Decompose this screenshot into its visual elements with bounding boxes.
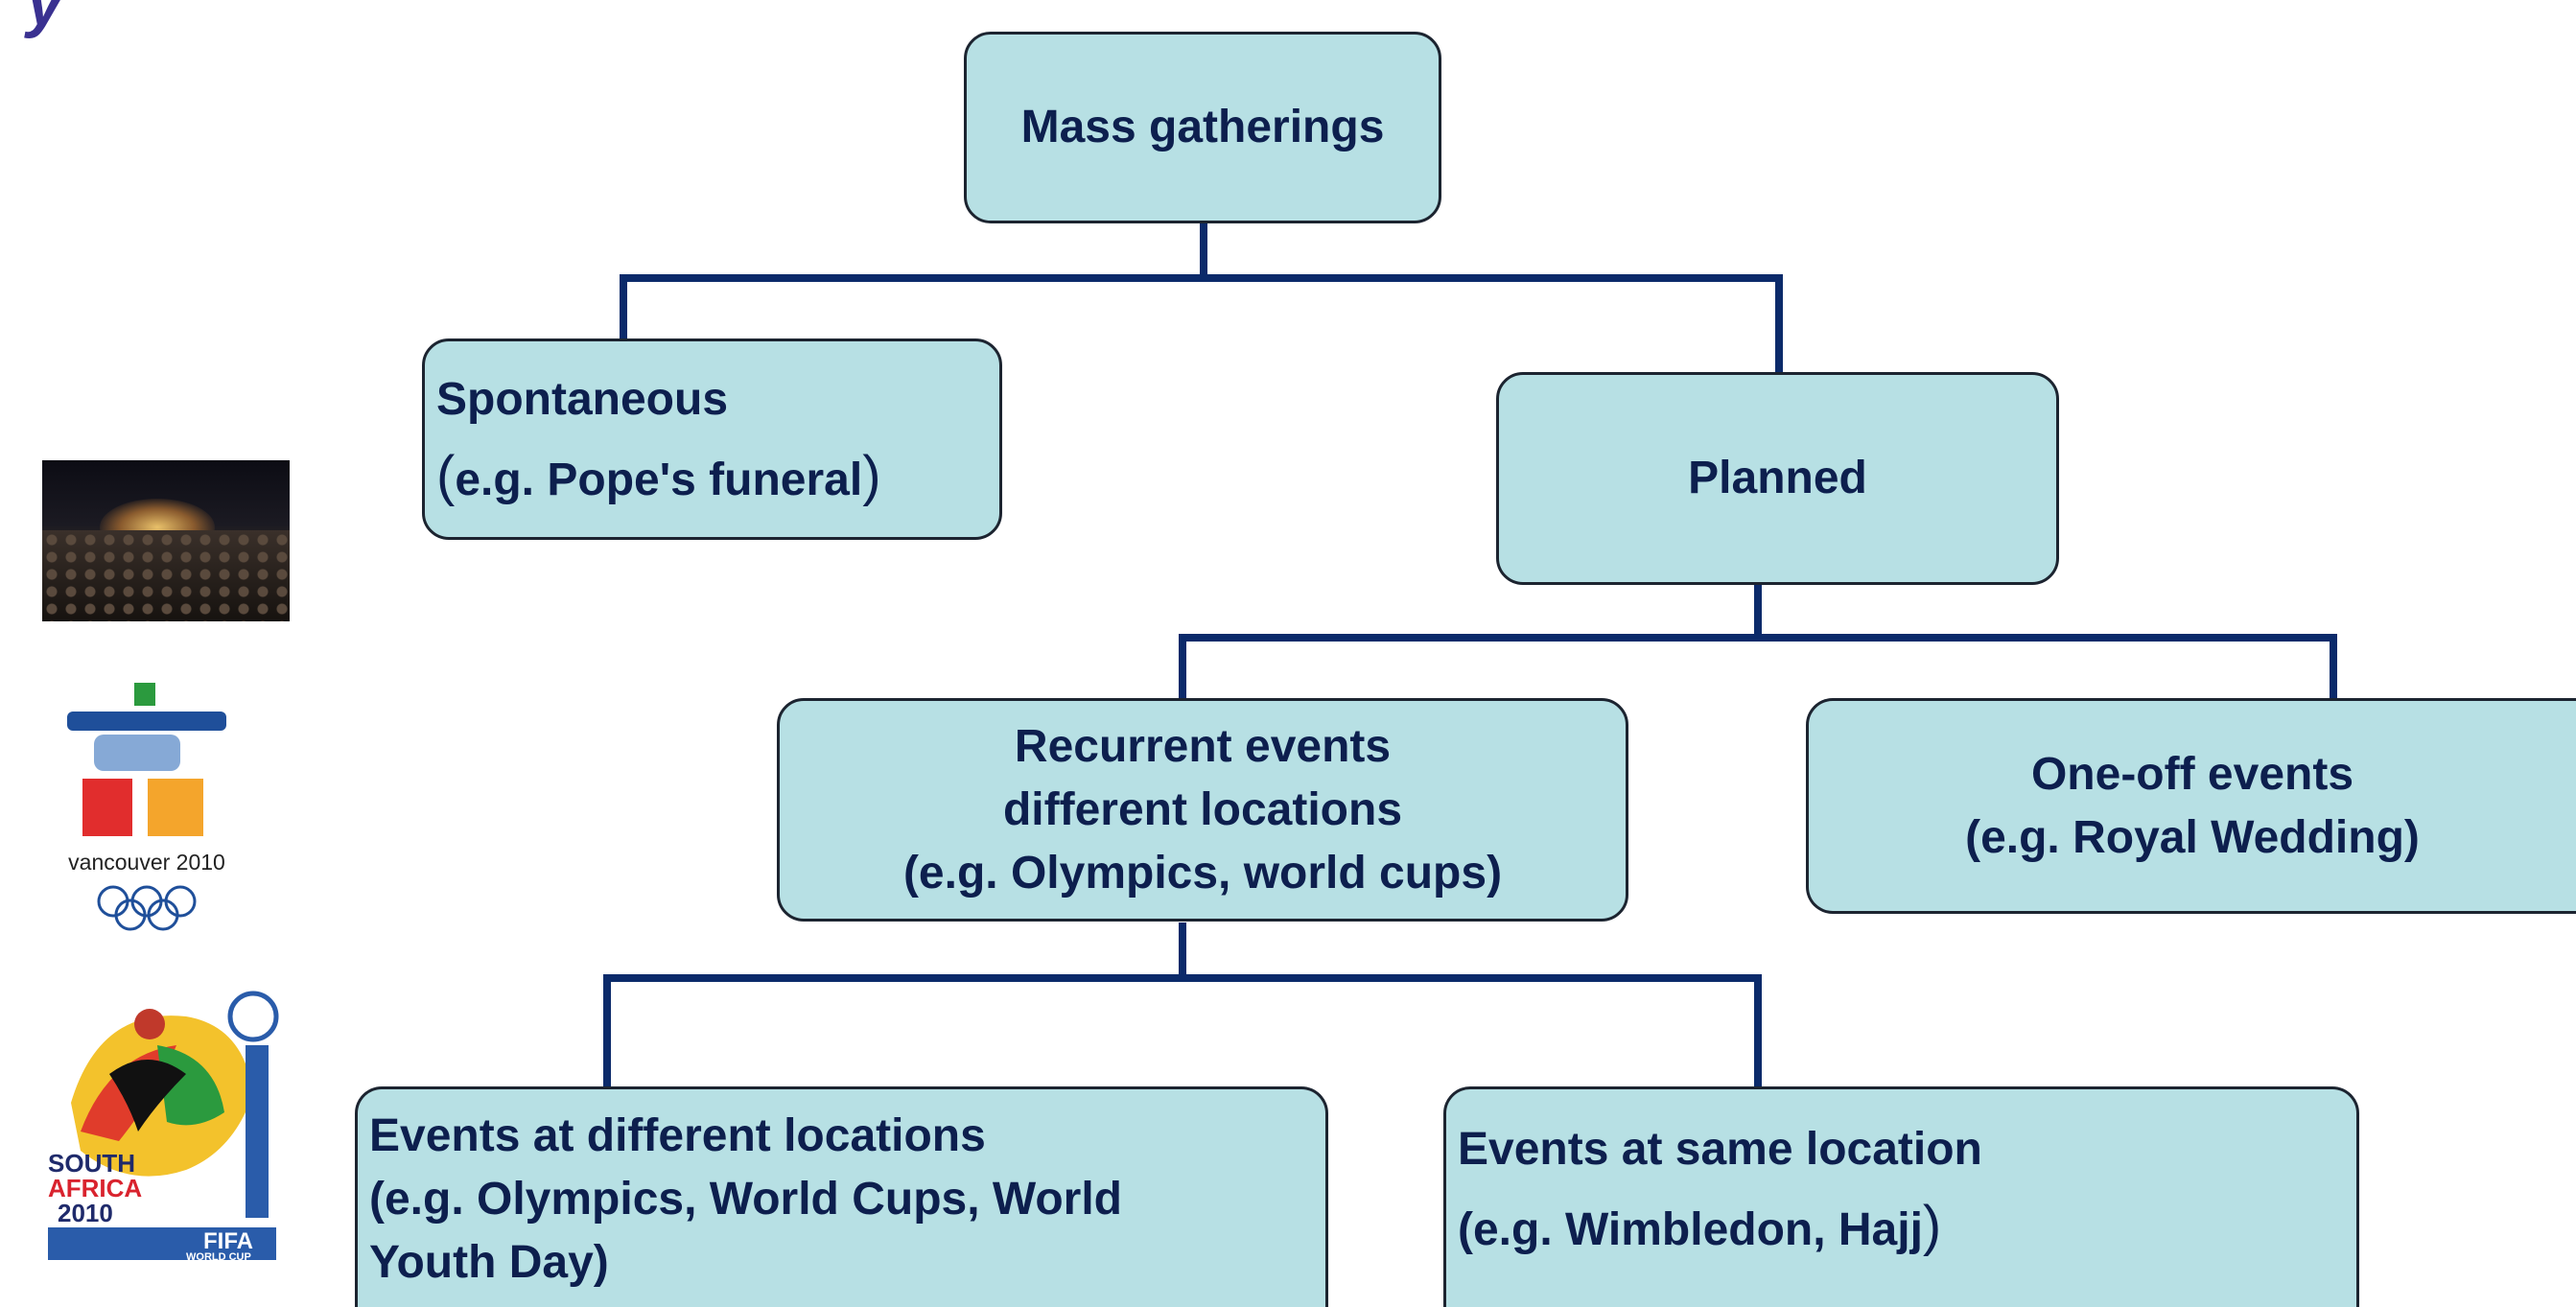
connector-recurrent-same xyxy=(1183,974,1762,1088)
node-different-locations-line2: (e.g. Olympics, World Cups, World xyxy=(369,1174,1122,1225)
node-spontaneous-title: Spontaneous xyxy=(436,374,729,425)
node-one-off-line2: (e.g. Royal Wedding) xyxy=(1965,811,2420,863)
slide-title-fragment: y xyxy=(27,0,65,39)
node-one-off-line1: One-off events xyxy=(2030,748,2354,800)
connector-planned-children xyxy=(1179,580,1762,700)
fifa-text-world-cup: WORLD CUP xyxy=(186,1251,251,1263)
node-different-locations-line1: Events at different locations xyxy=(369,1110,986,1161)
fifa-text-2010: 2010 xyxy=(58,1199,113,1227)
fifa-world-cup-2010-logo-image: SOUTH AFRICA 2010 FIFA WORLD CUP xyxy=(48,991,279,1263)
node-recurrent-events: Recurrent events different locations (e.… xyxy=(777,698,1628,922)
node-recurrent-line1: Recurrent events xyxy=(1014,720,1392,772)
vancouver-caption: vancouver 2010 xyxy=(68,850,225,875)
node-same-location-line1: Events at same location xyxy=(1458,1124,1982,1175)
fifa-text-africa: AFRICA xyxy=(48,1174,142,1202)
node-same-location: Events at same location (e.g. Wimbledon,… xyxy=(1443,1086,2359,1307)
connector-root-planned xyxy=(1204,274,1783,374)
node-planned-label: Planned xyxy=(1688,453,1867,503)
vancouver-2010-logo-image: vancouver 2010 xyxy=(67,683,226,931)
node-recurrent-line2: different locations xyxy=(1002,783,1403,835)
connector-recurrent-children xyxy=(603,922,1186,1088)
node-spontaneous: Spontaneous (e.g. Pope's funeral) xyxy=(422,338,1002,540)
node-recurrent-line3: (e.g. Olympics, world cups) xyxy=(902,847,1503,899)
node-mass-gatherings: Mass gatherings xyxy=(964,32,1441,223)
node-different-locations-line3: Youth Day) xyxy=(369,1237,609,1288)
node-spontaneous-example: (e.g. Pope's funeral) xyxy=(436,445,881,507)
node-mass-gatherings-label: Mass gatherings xyxy=(1020,102,1385,152)
fifa-text-fifa: FIFA xyxy=(203,1228,253,1254)
crowd-photo-people xyxy=(42,530,290,621)
connector-root-children xyxy=(620,221,1207,340)
connector-planned-oneoff xyxy=(1758,634,2337,700)
node-different-locations: Events at different locations (e.g. Olym… xyxy=(355,1086,1328,1307)
node-planned: Planned xyxy=(1496,372,2059,585)
node-same-location-line2: (e.g. Wimbledon, Hajj) xyxy=(1458,1195,1942,1257)
crowd-photo-image xyxy=(42,460,290,621)
fifa-text-south: SOUTH xyxy=(48,1149,135,1178)
node-one-off-events: One-off events (e.g. Royal Wedding) xyxy=(1806,698,2576,914)
